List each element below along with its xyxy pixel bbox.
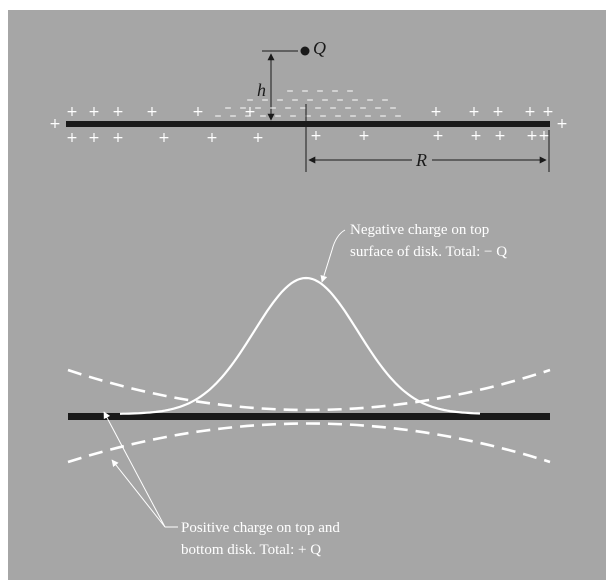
minus-sign: – <box>302 83 309 99</box>
minus-sign: – <box>332 83 339 99</box>
figure-panel <box>8 10 606 580</box>
minus-sign: – <box>292 92 299 108</box>
plus-sign-bottom: + <box>432 128 444 144</box>
plus-sign-top: + <box>66 104 78 120</box>
plus-sign-top: + <box>244 104 256 120</box>
positive-top-curve <box>67 368 551 412</box>
minus-sign: – <box>290 108 297 124</box>
minus-sign: – <box>262 92 269 108</box>
minus-sign: – <box>367 92 374 108</box>
positive-annotation-line1: Positive charge on top and <box>181 520 340 536</box>
positive-bottom-curve <box>67 422 551 464</box>
negative-annotation-line2: surface of disk. Total: − Q <box>350 244 507 260</box>
minus-sign: – <box>215 108 222 124</box>
minus-sign: – <box>352 92 359 108</box>
positive-charge-signs: + + + + + + + + + + + + + + + + + + + + + + + + + + <box>49 104 568 146</box>
plus-sign-bottom: + <box>310 128 322 144</box>
minus-sign: – <box>270 100 277 116</box>
plus-sign-top: + <box>468 104 480 120</box>
plus-sign-top: + <box>430 104 442 120</box>
minus-sign: – <box>365 108 372 124</box>
minus-sign: – <box>375 100 382 116</box>
minus-sign: – <box>320 108 327 124</box>
positive-leader-top <box>103 411 166 528</box>
positive-leader-bottom <box>111 459 166 528</box>
minus-sign: – <box>300 100 307 116</box>
minus-sign: – <box>335 108 342 124</box>
plus-sign-bottom: + <box>252 130 264 146</box>
plus-sign-top: + <box>556 116 568 132</box>
minus-sign: – <box>390 100 397 116</box>
negative-leader <box>320 229 346 283</box>
plus-sign-top: + <box>524 104 536 120</box>
charge-label: Q <box>313 38 326 58</box>
minus-sign: – <box>382 92 389 108</box>
minus-sign: – <box>315 100 322 116</box>
minus-sign: – <box>360 100 367 116</box>
minus-sign: – <box>337 92 344 108</box>
minus-sign: – <box>317 83 324 99</box>
plus-sign-bottom: + <box>88 130 100 146</box>
minus-sign: – <box>380 108 387 124</box>
minus-sign: – <box>287 83 294 99</box>
minus-sign: – <box>225 100 232 116</box>
bottom-disk <box>68 413 550 420</box>
plus-sign-bottom: + <box>66 130 78 146</box>
plus-sign-bottom: + <box>470 128 482 144</box>
minus-sign: – <box>275 108 282 124</box>
negative-charge-signs: –––––––––––––––––––––––––––––––––––––––– <box>215 83 402 124</box>
plus-sign-bottom: + <box>526 128 538 144</box>
plus-sign-top: + <box>146 104 158 120</box>
minus-sign: – <box>322 92 329 108</box>
plus-sign-bottom: + <box>494 128 506 144</box>
plus-sign-bottom: + <box>358 128 370 144</box>
minus-sign: – <box>307 92 314 108</box>
minus-sign: – <box>245 108 252 124</box>
plus-sign-bottom: + <box>112 130 124 146</box>
negative-charge-curve <box>119 276 481 415</box>
top-disk <box>66 121 550 127</box>
minus-sign: – <box>347 83 354 99</box>
negative-annotation-line1: Negative charge on top <box>350 222 489 238</box>
height-label: h <box>257 80 266 100</box>
minus-sign: – <box>277 92 284 108</box>
plus-sign-top: + <box>112 104 124 120</box>
minus-sign: – <box>395 108 402 124</box>
plus-sign-top: + <box>88 104 100 120</box>
minus-sign: – <box>255 100 262 116</box>
minus-sign: – <box>240 100 247 116</box>
minus-sign: – <box>260 108 267 124</box>
minus-sign: – <box>305 108 312 124</box>
minus-sign: – <box>247 92 254 108</box>
plus-sign-top: + <box>492 104 504 120</box>
plus-sign-top: + <box>192 104 204 120</box>
minus-sign: – <box>330 100 337 116</box>
minus-sign: – <box>230 108 237 124</box>
minus-sign: – <box>345 100 352 116</box>
minus-sign: – <box>285 100 292 116</box>
plus-sign-bottom: + <box>158 130 170 146</box>
minus-sign: – <box>350 108 357 124</box>
radius-label: R <box>415 150 427 170</box>
point-charge <box>300 46 310 56</box>
plus-sign-top: + <box>49 116 61 132</box>
plus-sign-bottom: + <box>206 130 218 146</box>
plus-sign-top: + <box>542 104 554 120</box>
positive-annotation-line2: bottom disk. Total: + Q <box>181 542 321 558</box>
plus-sign-bottom: + <box>538 128 550 144</box>
